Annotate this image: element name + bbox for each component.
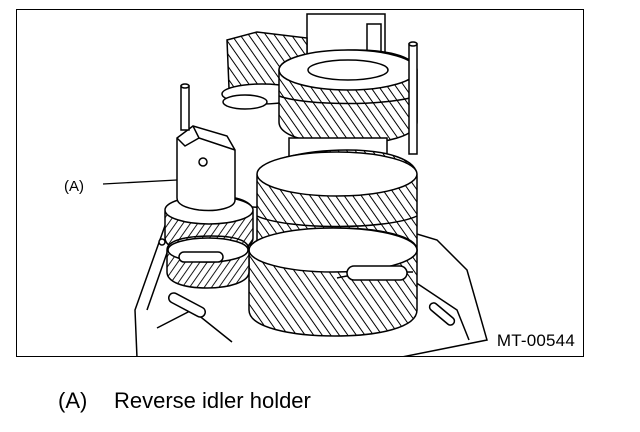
reverse-idler-holder bbox=[176, 125, 236, 212]
figure-code: MT-00544 bbox=[496, 331, 575, 350]
callout-label-a: (A) bbox=[64, 178, 84, 195]
callout-leader-line bbox=[102, 179, 178, 185]
caption-text: Reverse idler holder bbox=[114, 388, 311, 413]
caption-key: (A) bbox=[58, 388, 88, 413]
illustration-frame: (A) MT-00544 bbox=[16, 9, 584, 357]
gear-assembly-drawing bbox=[102, 13, 488, 356]
figure-caption: (A) Reverse idler holder bbox=[58, 388, 311, 414]
